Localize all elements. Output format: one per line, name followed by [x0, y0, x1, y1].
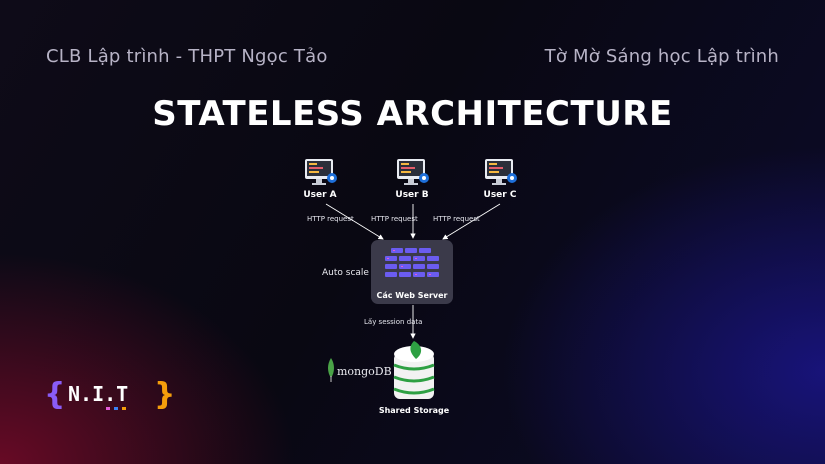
leaf-icon [326, 358, 336, 385]
page-title: STATELESS ARCHITECTURE [152, 94, 673, 134]
club-header: CLB Lập trình - THPT Ngọc Tảo [46, 46, 328, 67]
web-server-label: Các Web Server [376, 291, 448, 300]
database-icon [390, 339, 438, 407]
user-c: User C [470, 158, 530, 200]
session-label: Lấy session data [364, 318, 423, 326]
computer-icon [303, 158, 337, 188]
mongodb-logo: mongoDB [326, 358, 392, 385]
user-c-label: User C [483, 190, 517, 200]
logo-text: N.I.T [68, 382, 128, 406]
user-b: User B [382, 158, 442, 200]
computer-icon [395, 158, 429, 188]
user-a-label: User A [303, 190, 337, 200]
mongodb-brand: mongoDB [337, 365, 392, 378]
svg-text:{: { [44, 377, 65, 412]
svg-text:}: } [154, 377, 172, 412]
computer-icon [483, 158, 517, 188]
user-a: User A [290, 158, 350, 200]
course-header: Tờ Mờ Sáng học Lập trình [544, 46, 779, 67]
web-server-group [371, 240, 453, 304]
autoscale-label: Auto scale [322, 268, 369, 278]
request-label-b: HTTP request [371, 215, 418, 223]
nit-logo: { } N.I.T [44, 374, 175, 418]
user-b-label: User B [395, 190, 429, 200]
arrow-user-c [442, 203, 501, 240]
storage-label: Shared Storage [378, 406, 450, 415]
request-label-a: HTTP request [307, 215, 354, 223]
arrow-user-a [325, 203, 384, 240]
request-label-c: HTTP request [433, 215, 480, 223]
server-rack-icon [385, 248, 439, 277]
